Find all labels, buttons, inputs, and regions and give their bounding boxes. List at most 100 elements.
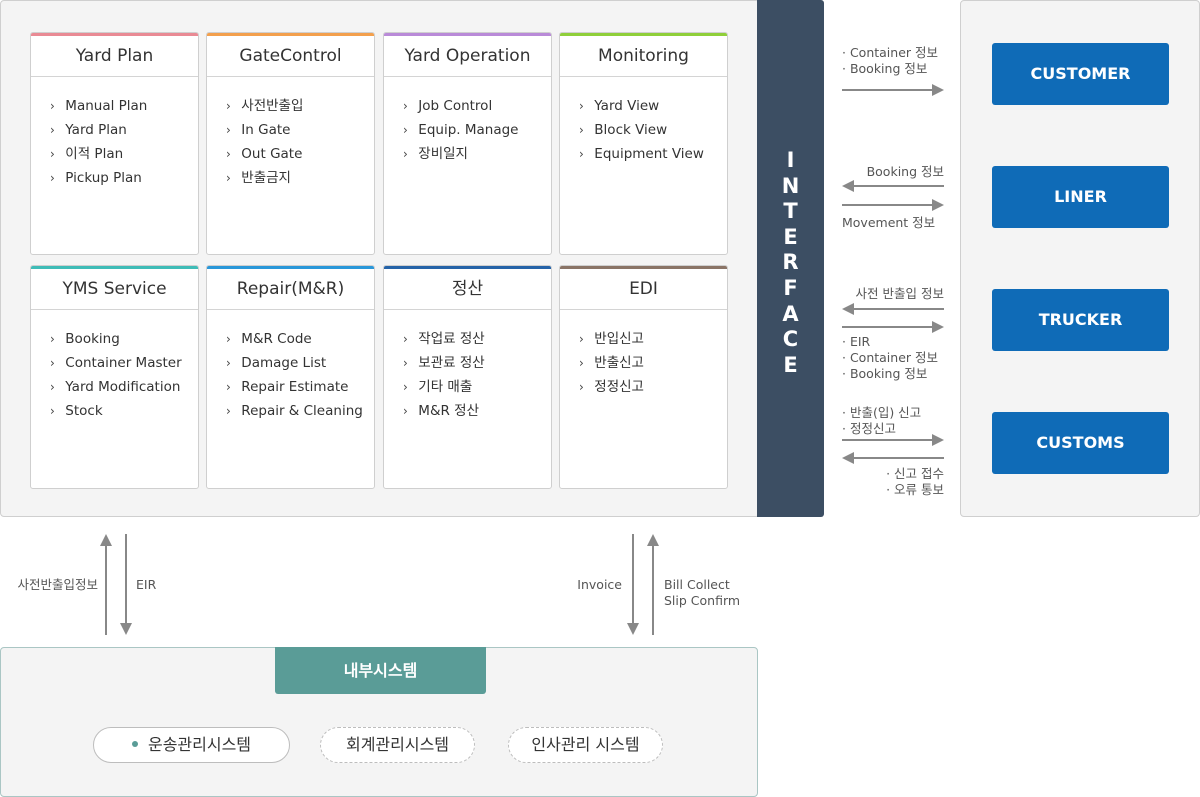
chevron-right-icon: › xyxy=(226,147,231,161)
internal-system-hr: 인사관리 시스템 xyxy=(508,727,663,763)
module-item: › Equip. Manage xyxy=(403,118,551,142)
flow-label-eir: EIR xyxy=(136,577,157,592)
module-item: › Job Control xyxy=(403,94,551,118)
chevron-right-icon: › xyxy=(50,332,55,346)
module-item-list: › Manual Plan › Yard Plan › 이적 Plan › Pi… xyxy=(31,77,198,190)
module-accent-bar xyxy=(560,266,727,269)
module-item-list: › Booking › Container Master › Yard Modi… xyxy=(31,310,198,423)
module-title: YMS Service xyxy=(31,269,198,310)
module-item: › In Gate xyxy=(226,118,374,142)
flow-label-customs-out: · 반출(입) 신고 · 정정신고 xyxy=(842,405,922,436)
module-item-list: › Yard View › Block View › Equipment Vie… xyxy=(560,77,727,166)
chevron-right-icon: › xyxy=(579,380,584,394)
module-title: Monitoring xyxy=(560,36,727,77)
module-item: › Pickup Plan xyxy=(50,166,198,190)
module-accent-bar xyxy=(207,266,374,269)
module-item-list: › 작업료 정산 › 보관료 정산 › 기타 매출 › M&R 정산 xyxy=(384,310,551,423)
chevron-right-icon: › xyxy=(50,123,55,137)
module-yard-operation: Yard Operation › Job Control › Equip. Ma… xyxy=(383,32,552,255)
chevron-right-icon: › xyxy=(226,123,231,137)
chevron-right-icon: › xyxy=(50,99,55,113)
chevron-right-icon: › xyxy=(226,171,231,185)
module-yms-service: YMS Service › Booking › Container Master… xyxy=(30,265,199,489)
module-title: Yard Plan xyxy=(31,36,198,77)
chevron-right-icon: › xyxy=(403,332,408,346)
module-item-list: › 사전반출입 › In Gate › Out Gate › 반출금지 xyxy=(207,77,374,190)
module-title: GateControl xyxy=(207,36,374,77)
module-accent-bar xyxy=(560,33,727,36)
arrowhead-icon xyxy=(932,434,944,446)
chevron-right-icon: › xyxy=(226,380,231,394)
chevron-right-icon: › xyxy=(403,356,408,370)
chevron-right-icon: › xyxy=(403,380,408,394)
arrowhead-icon xyxy=(932,321,944,333)
module-item: › 작업료 정산 xyxy=(403,327,551,351)
module-item: › 반출금지 xyxy=(226,166,374,190)
module-title: 정산 xyxy=(384,269,551,310)
module-title: EDI xyxy=(560,269,727,310)
chevron-right-icon: › xyxy=(50,380,55,394)
module-accent-bar xyxy=(384,33,551,36)
internal-system-transport: 운송관리시스템 xyxy=(93,727,290,763)
flow-label-trucker-out: · EIR · Container 정보 · Booking 정보 xyxy=(842,334,939,381)
module-item: › Repair & Cleaning xyxy=(226,399,374,423)
module-item: › 사전반출입 xyxy=(226,94,374,118)
external-system-customer: CUSTOMER xyxy=(992,43,1169,105)
module-item: › M&R 정산 xyxy=(403,399,551,423)
chevron-right-icon: › xyxy=(579,356,584,370)
chevron-right-icon: › xyxy=(403,404,408,418)
arrowhead-icon xyxy=(120,623,132,635)
arrowhead-icon xyxy=(842,303,854,315)
module-gate-control: GateControl › 사전반출입 › In Gate › Out Gate… xyxy=(206,32,375,255)
module-item: › 반출신고 xyxy=(579,351,727,375)
module-accent-bar xyxy=(31,266,198,269)
chevron-right-icon: › xyxy=(226,99,231,113)
module-item: › 기타 매출 xyxy=(403,375,551,399)
module-item: › Yard Plan xyxy=(50,118,198,142)
module-accent-bar xyxy=(207,33,374,36)
module-item: › Yard View xyxy=(579,94,727,118)
chevron-right-icon: › xyxy=(50,171,55,185)
module-item: › 보관료 정산 xyxy=(403,351,551,375)
chevron-right-icon: › xyxy=(226,356,231,370)
module-item: › 반입신고 xyxy=(579,327,727,351)
arrowhead-icon xyxy=(100,534,112,546)
chevron-right-icon: › xyxy=(226,404,231,418)
arrowhead-icon xyxy=(932,199,944,211)
chevron-right-icon: › xyxy=(579,99,584,113)
module-item: › Out Gate xyxy=(226,142,374,166)
arrowhead-icon xyxy=(647,534,659,546)
module-item: › Damage List xyxy=(226,351,374,375)
module-item: › Manual Plan xyxy=(50,94,198,118)
arrowhead-icon xyxy=(842,452,854,464)
flow-label-customs-in: · 신고 접수 · 오류 통보 xyxy=(886,466,944,497)
internal-system-title: 내부시스템 xyxy=(275,647,486,694)
chevron-right-icon: › xyxy=(50,147,55,161)
module-title: Yard Operation xyxy=(384,36,551,77)
module-monitoring: Monitoring › Yard View › Block View › Eq… xyxy=(559,32,728,255)
module-item-list: › M&R Code › Damage List › Repair Estima… xyxy=(207,310,374,423)
chevron-right-icon: › xyxy=(226,332,231,346)
module-item: › M&R Code xyxy=(226,327,374,351)
chevron-right-icon: › xyxy=(579,332,584,346)
chevron-right-icon: › xyxy=(50,404,55,418)
flow-label-liner-out: Movement 정보 xyxy=(842,215,936,230)
module-item-list: › 반입신고 › 반출신고 › 정정신고 xyxy=(560,310,727,399)
module-item: › Stock xyxy=(50,399,198,423)
module-item: › Booking xyxy=(50,327,198,351)
chevron-right-icon: › xyxy=(579,123,584,137)
arrowhead-icon xyxy=(932,84,944,96)
module-yard-plan: Yard Plan › Manual Plan › Yard Plan › 이적… xyxy=(30,32,199,255)
arrowhead-icon xyxy=(842,180,854,192)
module-item-list: › Job Control › Equip. Manage › 장비일지 xyxy=(384,77,551,166)
flow-label-customer: · Container 정보 · Booking 정보 xyxy=(842,45,939,76)
flow-label-invoice: Invoice xyxy=(577,577,622,592)
module-item: › 정정신고 xyxy=(579,375,727,399)
internal-system-accounting: 회계관리시스템 xyxy=(320,727,475,763)
module-repair: Repair(M&R) › M&R Code › Damage List › R… xyxy=(206,265,375,489)
module-settlement: 정산 › 작업료 정산 › 보관료 정산 › 기타 매출 › M&R 정산 xyxy=(383,265,552,489)
module-title: Repair(M&R) xyxy=(207,269,374,310)
arrowhead-icon xyxy=(627,623,639,635)
bullet-dot-icon xyxy=(131,740,138,747)
